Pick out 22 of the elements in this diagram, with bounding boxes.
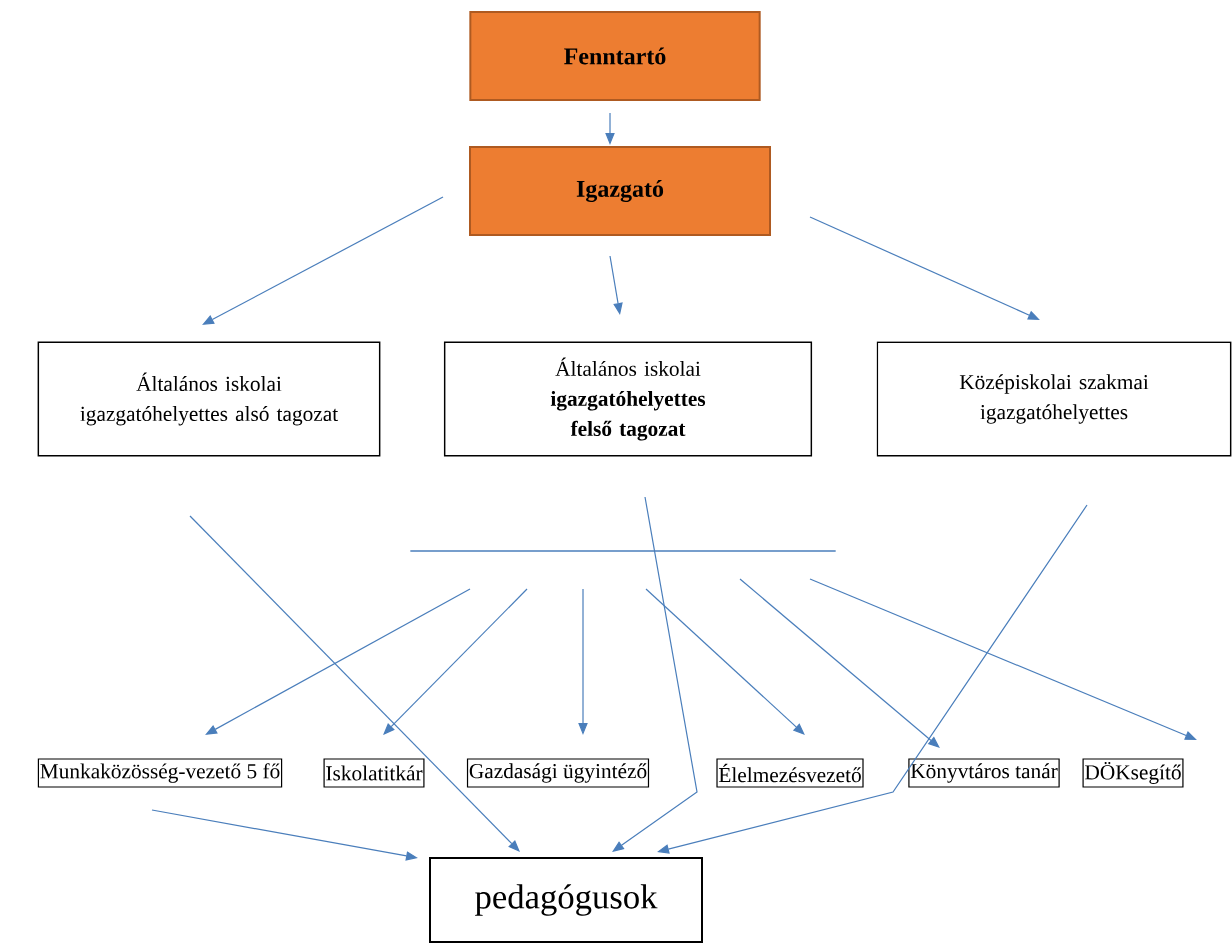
role-box: DÖKsegítő [1082, 758, 1184, 788]
role-box: Általános iskolai igazgatóhelyettes alsó tagozat [37, 341, 381, 457]
arrow [189, 515, 520, 852]
role-box: Iskolatitkár [323, 758, 425, 788]
arrow [809, 216, 1040, 320]
arrow [645, 588, 805, 735]
role-box: Élelmezésvezető [716, 758, 864, 788]
role-box: Gazdasági ügyintéző [466, 758, 650, 788]
arrow [205, 588, 471, 735]
role-box: pedagógusok [429, 857, 703, 943]
role-box: Általános iskolai igazgatóhelyettes felső tagozat [443, 341, 813, 457]
arrow [739, 578, 940, 748]
arrow [612, 496, 698, 852]
role-box: Középiskolai szakmai igazgatóhelyettes [876, 341, 1232, 457]
role-box: Munkaközösség-vezető 5 fő [37, 758, 283, 788]
role-box: Igazgató [469, 146, 771, 236]
bus-line [410, 550, 836, 552]
role-box: Fenntartó [469, 11, 761, 101]
arrow [809, 578, 1197, 740]
arrow [202, 196, 444, 325]
role-box: Könyvtáros tanár [908, 758, 1060, 788]
arrow [383, 588, 528, 735]
